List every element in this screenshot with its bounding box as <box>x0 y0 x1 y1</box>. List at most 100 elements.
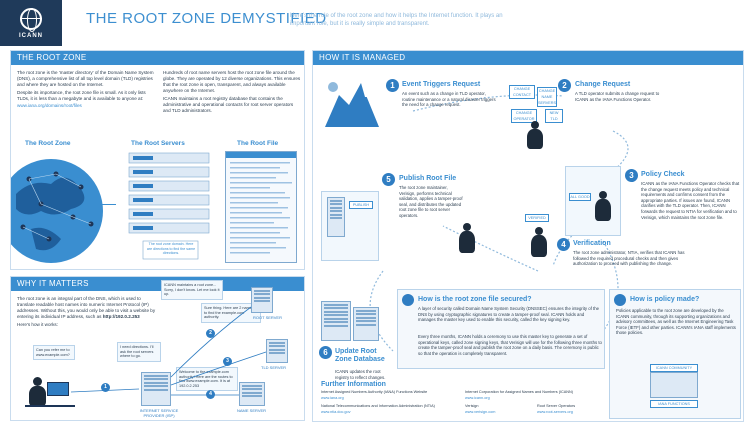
why-step-3: 3 <box>223 357 232 366</box>
step-1-number: 1 <box>386 79 399 92</box>
step-2-title: Change Request <box>575 81 631 88</box>
bubble-user-request: Can you refer me to www.example.com? <box>33 345 75 361</box>
root-files-link[interactable]: www.iana.org/domains/root/files <box>17 103 82 108</box>
step-1-body: An event such as a change in TLD operato… <box>402 91 496 108</box>
further-info: Further Information Internet Assigned Nu… <box>321 381 607 421</box>
ntia-head <box>535 227 543 235</box>
root-zone-panel: THE ROOT ZONE The root zone is the 'mast… <box>10 50 305 270</box>
step-6-number: 6 <box>319 346 332 359</box>
requester-head <box>531 121 539 129</box>
further-item-1-label: Internet Assigned Numbers Authority (IAN… <box>321 390 428 394</box>
root-zone-p2: Despite its importance, the root zone fi… <box>17 90 146 101</box>
col-root-servers: The Root Servers <box>131 140 185 147</box>
step-2-number: 2 <box>558 79 571 92</box>
checker-head <box>599 191 607 199</box>
tld-server-label: TLD SERVER <box>261 365 287 370</box>
step-1-title: Event Triggers Request <box>402 81 481 88</box>
isp-label: INTERNET SERVICE PROVIDER (ISP) <box>139 408 179 418</box>
secured-p2: Every three months, ICANN holds a ceremo… <box>418 334 602 356</box>
further-item-5: Root Server Operators www.root-servers.o… <box>537 404 607 415</box>
tag-publish: PUBLISH <box>349 201 373 209</box>
further-item-4: Verisign www.verisign.com <box>465 404 535 415</box>
step-3-body: ICANN as the IANA Functions Operator che… <box>641 181 740 220</box>
further-item-3-url[interactable]: www.ntia.doc.gov <box>321 409 351 414</box>
why-step-2: 2 <box>206 329 215 338</box>
root-server-icon <box>251 287 273 313</box>
further-item-2-label: Internet Corporation for Assigned Names … <box>465 390 574 394</box>
root-zone-intro: The root zone is the 'master directory' … <box>17 70 157 109</box>
further-item-2-url[interactable]: www.icann.org <box>465 395 490 400</box>
step-2-body: A TLD operator submits a change request … <box>575 91 660 102</box>
root-file-document <box>225 151 297 263</box>
further-item-1: Internet Assigned Numbers Authority (IAN… <box>321 390 461 401</box>
policy-heading: How is policy made? <box>630 296 700 303</box>
secured-heading: How is the root zone file secured? <box>418 296 532 303</box>
tag-change-operator: CHANGE OPERATOR <box>511 109 537 123</box>
further-item-5-label: Root Server Operators <box>537 404 576 408</box>
how-heading: HOW IT IS MANAGED <box>313 51 743 65</box>
desk <box>25 405 75 407</box>
step-3-title: Policy Check <box>641 171 685 178</box>
why-heading: WHY IT MATTERS <box>11 277 304 291</box>
event-illustration <box>325 82 379 127</box>
root-database-icon <box>321 301 351 341</box>
step-6-title: Update Root Zone Database <box>335 348 385 363</box>
root-zone-p3: Hundreds of root name servers host the r… <box>163 70 301 93</box>
lock-icon <box>402 294 414 306</box>
page-title: THE ROOT ZONE DEMYSTIFIED <box>86 10 327 27</box>
isp-server-icon <box>141 372 171 406</box>
further-heading: Further Information <box>321 381 386 388</box>
root-servers-illustration <box>128 152 210 260</box>
computer-monitor-icon <box>47 382 69 396</box>
tag-change-contact: CHANGE CONTACT <box>509 85 535 99</box>
ntia-figure <box>531 235 547 257</box>
policy-check-desk <box>565 166 621 236</box>
policy-p1: Policies applicable to the root zone are… <box>616 308 736 336</box>
download-icon <box>614 294 626 306</box>
verisign-head <box>463 223 471 231</box>
why-p1: The root zone is an integral part of the… <box>17 296 156 319</box>
policy-building-icon <box>650 372 698 398</box>
page-tagline: Here's the role of the root zone and how… <box>290 13 503 27</box>
further-item-2: Internet Corporation for Assigned Names … <box>465 390 605 401</box>
root-database-icon-2 <box>353 307 379 341</box>
why-ip: http://192.0.2.253 <box>102 314 140 319</box>
icann-logo: ICANN <box>0 0 62 46</box>
step-4-title: Verification <box>573 240 611 247</box>
step-4-number: 4 <box>557 238 570 251</box>
tag-all-good: ALL GOOD <box>569 193 591 201</box>
how-managed-panel: HOW IT IS MANAGED 1 Event Triggers Reque… <box>312 50 744 422</box>
tag-change-ns: CHANGE NAME SERVERS <box>537 87 557 107</box>
policy-box: How is policy made? Policies applicable … <box>609 289 741 419</box>
further-item-4-url[interactable]: www.verisign.com <box>465 409 496 414</box>
why-it-matters-panel: WHY IT MATTERS The root zone is an integ… <box>10 276 305 421</box>
step-5-title: Publish Root File <box>399 175 457 182</box>
why-step-1: 1 <box>101 383 110 392</box>
root-zone-caption: The root zone domain. Here are direction… <box>146 242 196 256</box>
why-step-4: 4 <box>206 390 215 399</box>
further-item-5-url[interactable]: www.root-servers.org <box>537 409 573 414</box>
step-5-number: 5 <box>382 173 395 186</box>
why-intro: The root zone is an integral part of the… <box>17 296 157 328</box>
why-flow-arrows <box>70 306 267 396</box>
secured-p1: A layer of security called Domain Name S… <box>418 306 600 323</box>
security-box: How is the root zone file secured? A lay… <box>397 289 605 369</box>
further-item-1-url[interactable]: www.iana.org <box>321 395 344 400</box>
verisign-figure <box>459 231 475 253</box>
tld-server-icon <box>266 339 288 363</box>
step-6-body: ICANN updates the root registry to refle… <box>335 369 386 380</box>
globe-icon <box>20 7 42 32</box>
col-root-file: The Root File <box>237 140 279 147</box>
further-item-3-label: National Telecommunications and Informat… <box>321 404 435 408</box>
bubble-root-answer: ICANN maintains a root zone... Sorry, I … <box>161 280 223 300</box>
root-zone-p4: ICANN maintains a root registry database… <box>163 96 294 113</box>
root-zone-servers-text: Hundreds of root name servers host the r… <box>163 70 301 114</box>
step-3-number: 3 <box>625 169 638 182</box>
name-server-icon <box>239 382 265 406</box>
user-figure-head <box>33 377 42 386</box>
user-figure <box>29 386 46 406</box>
root-file-lines <box>230 162 292 254</box>
further-item-4-label: Verisign <box>465 404 479 408</box>
policy-iana-label: IANA FUNCTIONS <box>650 400 698 408</box>
root-zone-p1: The root zone is the 'master directory' … <box>17 70 154 87</box>
